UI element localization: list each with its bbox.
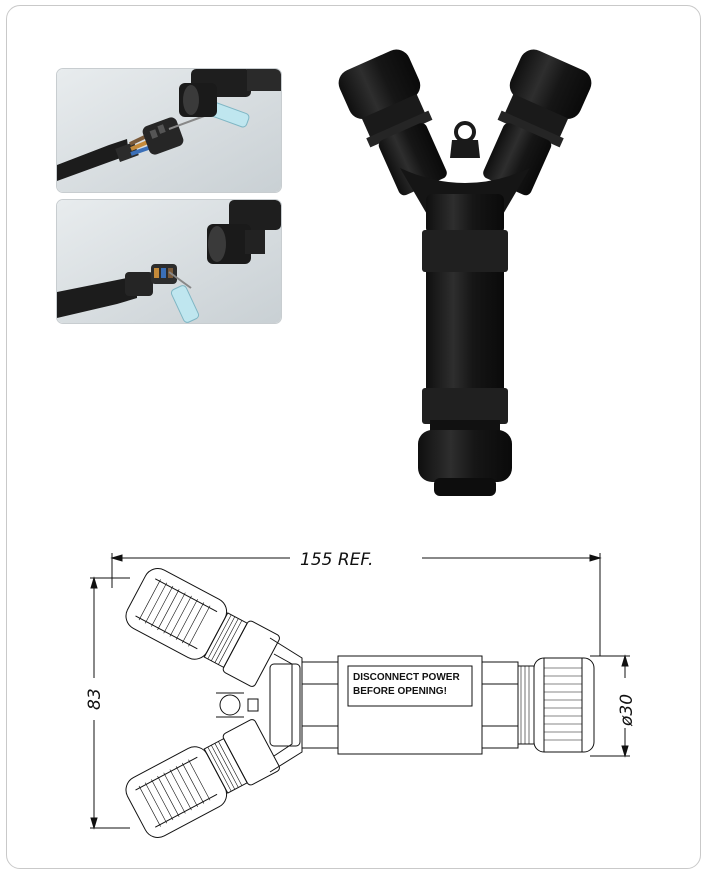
length-dimension-label: 155 REF. [300, 550, 373, 570]
diameter-dimension-label: ø30 [617, 694, 637, 727]
step1-wiring-photo [56, 68, 282, 193]
warning-line-2: BEFORE OPENING! [353, 686, 447, 697]
step2-wiring-photo [56, 199, 282, 324]
y-connector-product-render [330, 48, 600, 505]
height-dimension-label: 83 [85, 688, 105, 710]
warning-line-1: DISCONNECT POWER [353, 672, 460, 683]
y-connector-technical-drawing: 155 REF. 83 ø30 [70, 538, 650, 848]
